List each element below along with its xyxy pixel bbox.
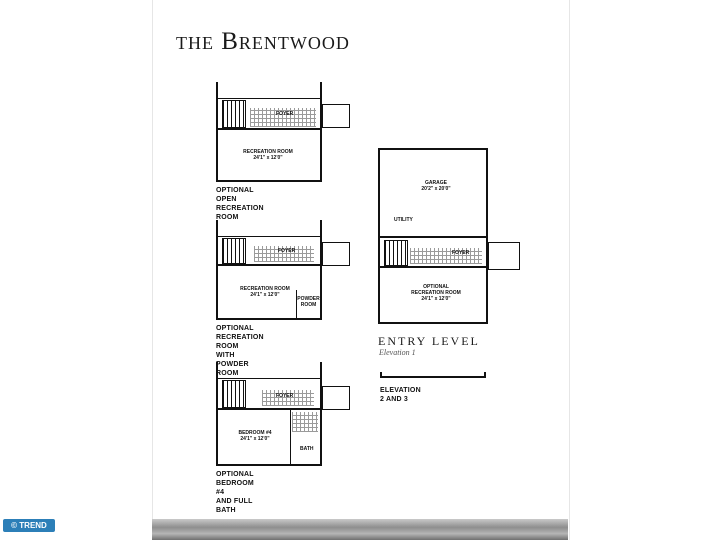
foyer-tile — [410, 248, 482, 264]
wall-bottom — [216, 318, 322, 320]
garage-label: GARAGE — [425, 180, 447, 186]
foyer-label: FOYER — [452, 250, 470, 256]
trend-label: TREND — [19, 521, 47, 530]
porch — [322, 386, 350, 410]
powder-label: POWDER ROOM — [297, 296, 320, 308]
utility-label: UTILITY — [394, 217, 413, 223]
plan-caption: OPTIONAL RECREATION ROOM WITH POWDER ROO… — [216, 325, 264, 377]
wall-top — [216, 98, 322, 99]
foyer-tile — [262, 390, 314, 406]
wall-left — [216, 82, 218, 182]
stair — [222, 238, 246, 264]
wall-right — [320, 82, 322, 182]
plan-caption: OPTIONAL OPEN RECREATION ROOM — [216, 187, 264, 221]
rec-dims: 24'1" x 12'0" — [421, 296, 451, 302]
plan-caption: OPTIONAL BEDROOM #4 AND FULL BATH — [216, 471, 254, 514]
wall-mid — [216, 264, 322, 266]
elevation-alt-wall — [380, 376, 486, 378]
entry-level-title: ENTRY LEVEL — [378, 334, 480, 348]
foyer-label: FOYER — [276, 111, 294, 117]
foyer-tile — [254, 246, 314, 262]
powder-wall — [296, 290, 297, 318]
brochure-page — [152, 0, 570, 540]
wall-bottom — [216, 180, 322, 182]
wall-left — [378, 148, 380, 324]
stair — [222, 100, 246, 128]
entry-level-subtitle: Elevation 1 — [379, 348, 416, 357]
wall-right — [486, 148, 488, 324]
footer-image-strip — [152, 519, 568, 540]
room-dims: 24'1" x 12'0" — [253, 155, 283, 161]
wall-left — [216, 220, 218, 320]
wall-left — [216, 362, 218, 466]
wall-mid — [216, 128, 322, 130]
wall-foyer — [380, 266, 486, 268]
trend-badge: © TREND — [3, 519, 55, 532]
room-label: BEDROOM #4 — [238, 430, 272, 436]
wall-top — [216, 236, 322, 237]
wall-top — [378, 148, 488, 150]
room-dims: 24'1" x 12'0" — [250, 292, 280, 298]
foyer-label: FOYER — [276, 393, 294, 399]
wall-top — [216, 378, 322, 379]
room-label: RECREATION ROOM — [243, 149, 293, 155]
plan-title: the Brentwood — [176, 28, 350, 55]
bath-wall — [290, 410, 291, 464]
bath-label: BATH — [300, 446, 314, 452]
foyer-label: FOYER — [278, 248, 296, 254]
porch — [488, 242, 520, 270]
porch — [322, 242, 350, 266]
wall-right — [320, 362, 322, 466]
wall-bottom — [216, 464, 322, 466]
stair — [384, 240, 408, 266]
garage-dims: 20'2" x 20'0" — [421, 186, 451, 192]
rec-label: OPTIONAL RECREATION ROOM — [411, 284, 461, 296]
foyer-tile — [250, 108, 316, 127]
bath-tile — [292, 412, 318, 432]
wall-mid — [216, 408, 322, 410]
room-label: RECREATION ROOM — [240, 286, 290, 292]
room-dims: 24'1" x 12'0" — [240, 436, 270, 442]
wall-right — [320, 220, 322, 320]
wall-bottom — [378, 322, 488, 324]
elevation-alt-right — [484, 372, 486, 378]
elevation-alt-left — [380, 372, 382, 378]
elevation-alt-caption: ELEVATION 2 AND 3 — [380, 387, 421, 403]
porch — [322, 104, 350, 128]
wall-garage — [380, 236, 486, 238]
stair — [222, 380, 246, 408]
